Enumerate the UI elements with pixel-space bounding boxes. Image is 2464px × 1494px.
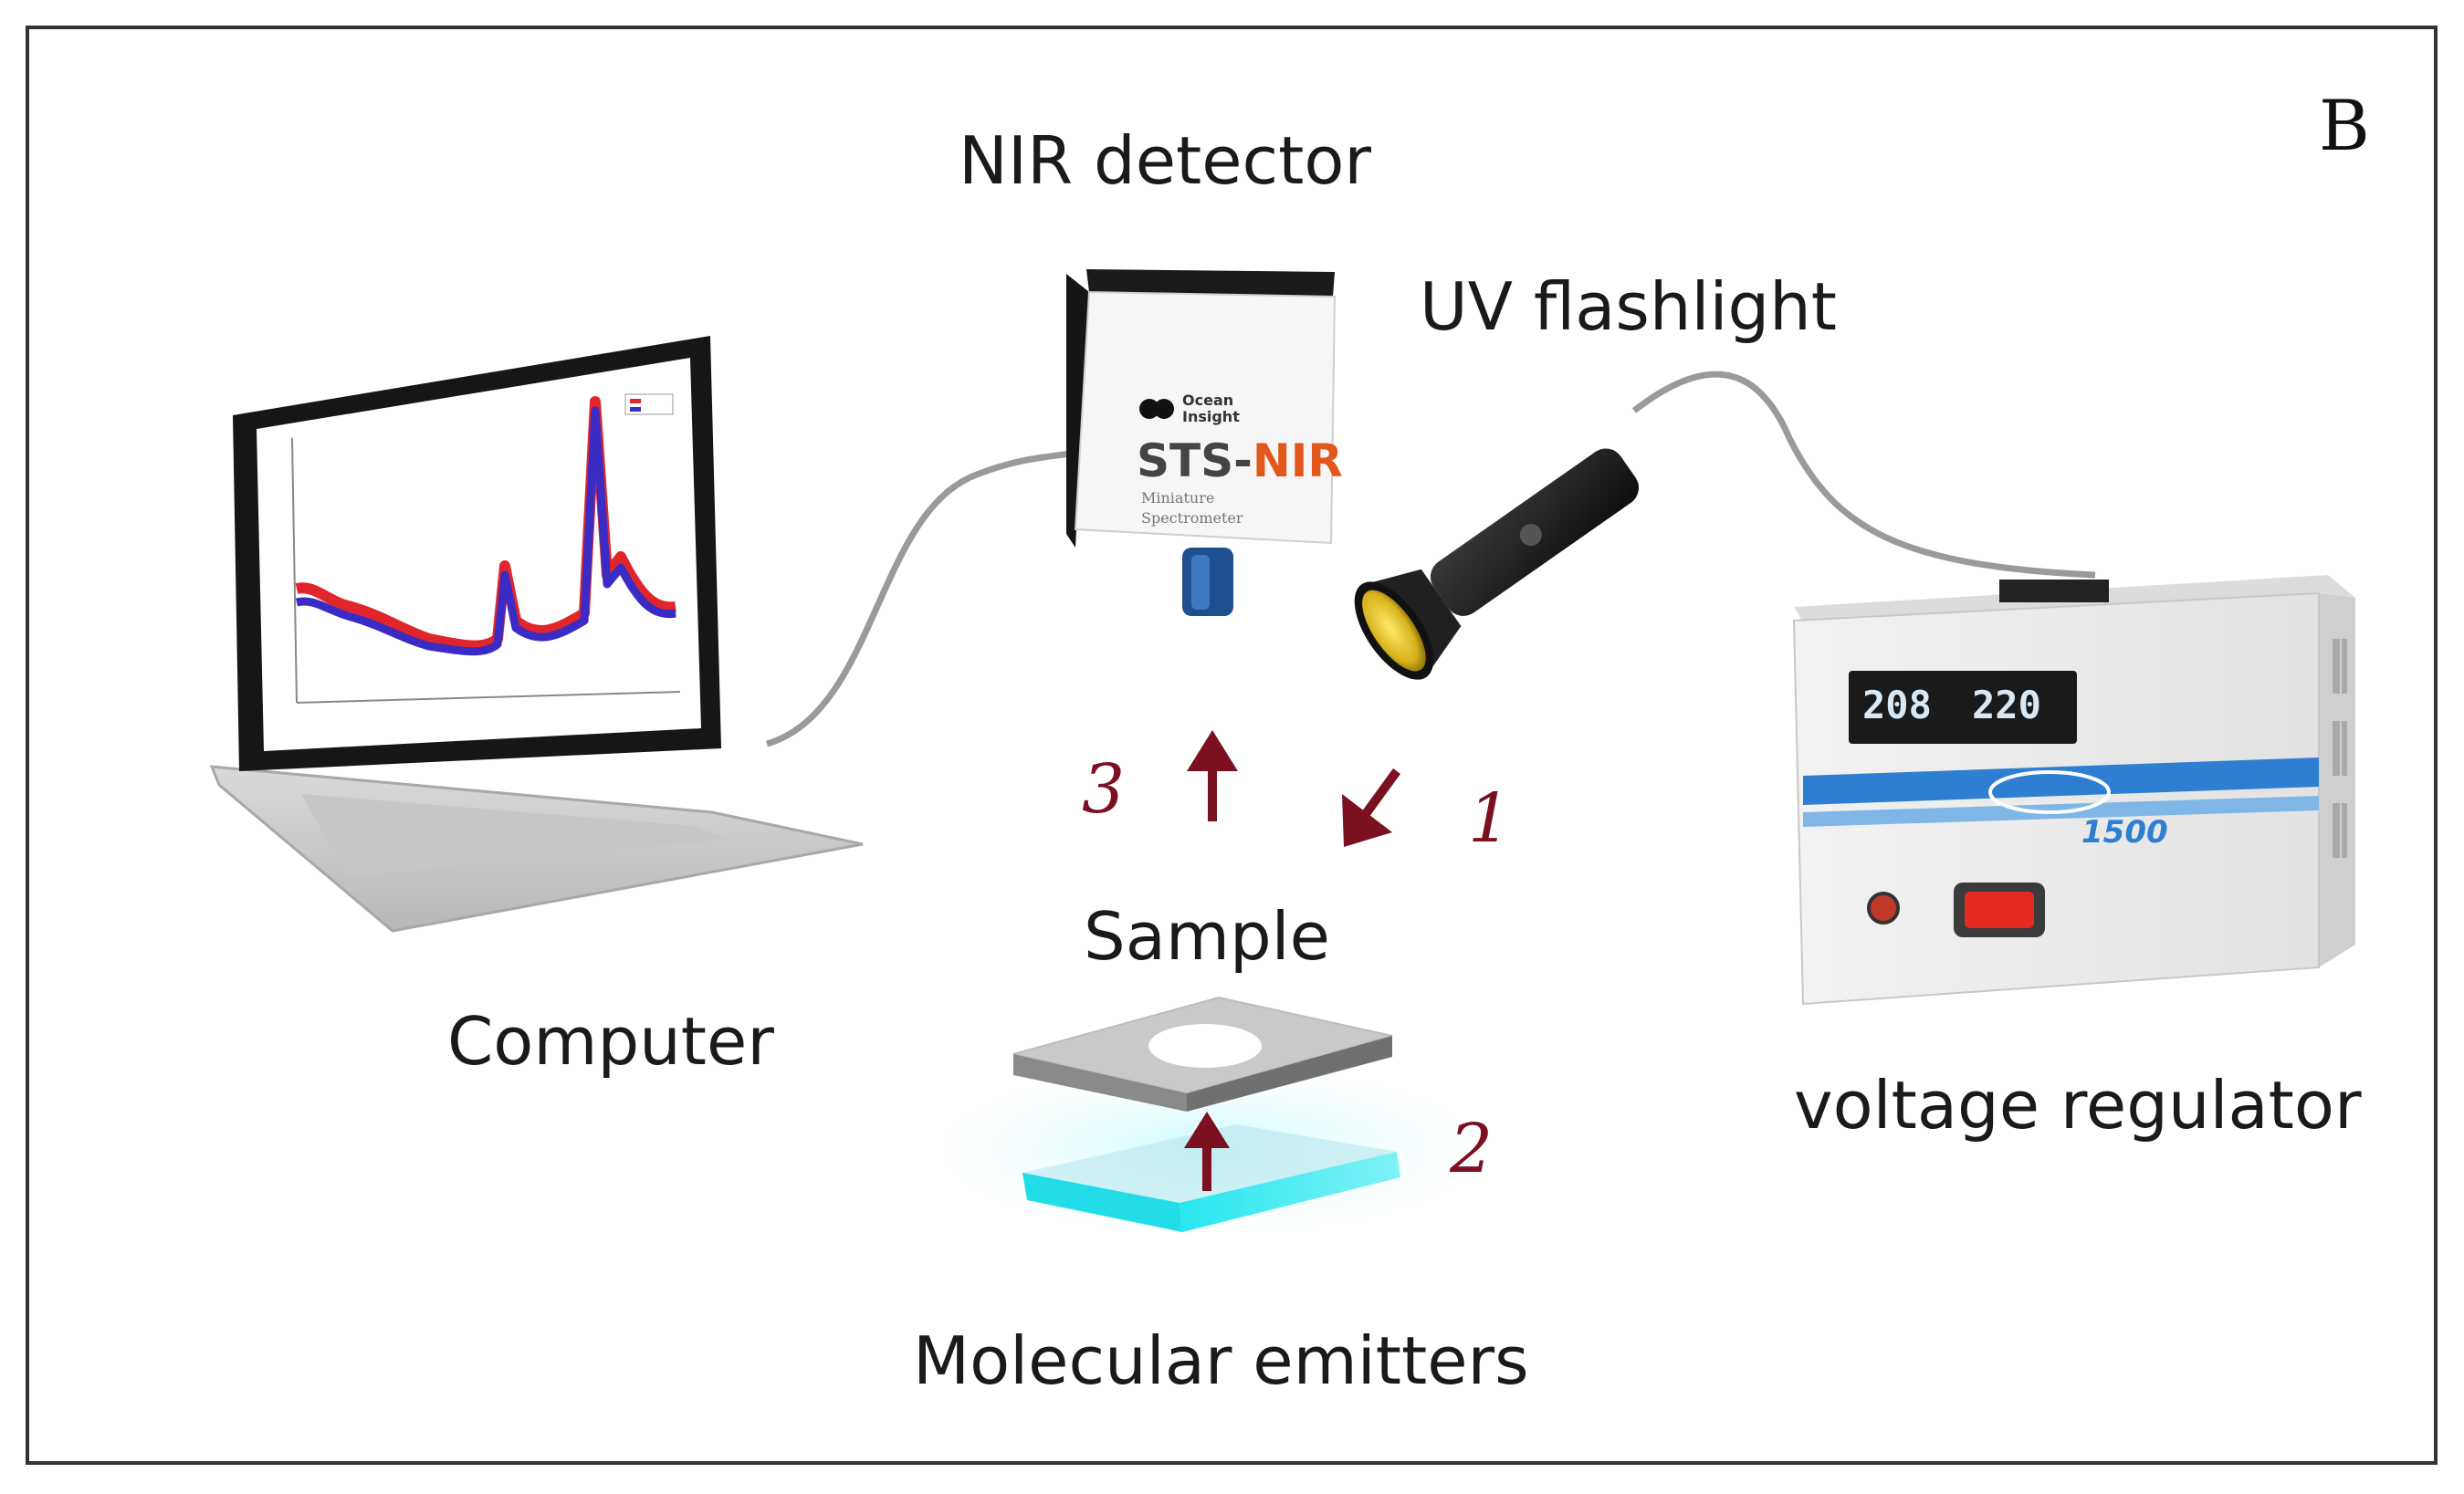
spectrum-blue-trace xyxy=(295,406,676,656)
spectrum-red-trace xyxy=(295,396,676,652)
arrow-excitation xyxy=(1342,768,1401,847)
regulator-display-right: 220 xyxy=(1972,683,2041,727)
voltage-regulator xyxy=(1792,575,2355,1006)
arrow-emitter-up xyxy=(1184,1112,1230,1191)
nir-detector xyxy=(1066,269,1337,616)
detector-brand: Ocean Insight xyxy=(1182,392,1240,425)
flashlight-cable xyxy=(1631,371,2096,579)
molecular-emitters-label: Molecular emitters xyxy=(913,1322,1529,1399)
sample-label: Sample xyxy=(1084,898,1330,975)
nir-detector-label: NIR detector xyxy=(959,122,1372,199)
arrows xyxy=(1184,730,1401,1191)
arrow-emission-up xyxy=(1187,730,1238,821)
regulator-model-number: 1500 xyxy=(2081,814,2168,851)
detector-cable xyxy=(766,448,1083,747)
panel-letter: B xyxy=(2319,85,2370,166)
voltage-regulator-label: voltage regulator xyxy=(1794,1067,2362,1144)
spectrum-plot xyxy=(291,393,681,704)
detector-model-suffix: NIR xyxy=(1252,434,1343,487)
detector-model: STS-NIR xyxy=(1137,438,1343,484)
step-3-label: 3 xyxy=(1082,750,1126,829)
uv-flashlight xyxy=(1354,448,1640,680)
step-2-label: 2 xyxy=(1450,1110,1494,1188)
regulator-display-left: 208 xyxy=(1862,683,1932,727)
computer-label: Computer xyxy=(447,1003,774,1080)
detector-model-prefix: STS- xyxy=(1137,434,1253,487)
vent-slots xyxy=(2333,639,2347,858)
step-1-label: 1 xyxy=(1468,779,1512,858)
detector-subtitle-1: Miniature xyxy=(1141,489,1215,507)
uv-flashlight-label: UV flashlight xyxy=(1420,268,1838,345)
detector-subtitle-2: Spectrometer xyxy=(1141,509,1243,527)
